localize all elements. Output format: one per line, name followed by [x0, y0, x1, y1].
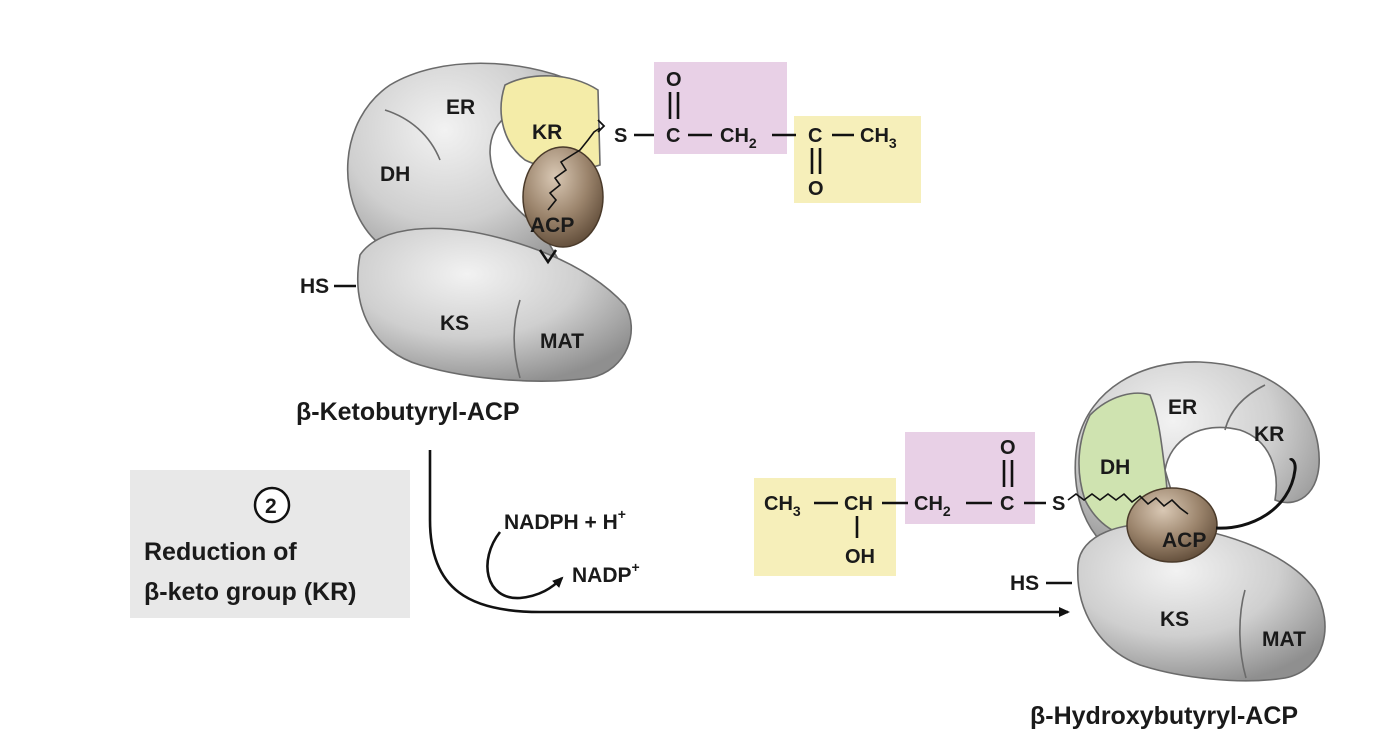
product-er-label: ER [1168, 396, 1197, 419]
reactant-o-bottom: O [808, 178, 824, 200]
nadph-label: NADPH + H+ [504, 506, 626, 534]
product-er-kr-divider [1224, 384, 1266, 431]
reactant-dh-label: DH [380, 163, 410, 186]
step-number-circle [253, 486, 291, 524]
product-o-top: O [1000, 437, 1016, 459]
reactant-enzyme: HS ER KR DH ACP KS MAT [300, 62, 921, 382]
product-acp-label: ACP [1162, 529, 1206, 552]
reactant-s-atom: S [614, 125, 627, 147]
reactant-ks-label: KS [440, 312, 469, 335]
nadp-label: NADP+ [572, 559, 640, 587]
product-acyl-chain: CH3 CH OH CH2 C O S [754, 432, 1065, 576]
product-thioester-highlight [905, 432, 1035, 524]
product-mat-label: MAT [1262, 628, 1306, 651]
product-enzyme: HS ER KR DH ACP KS MAT [1010, 361, 1326, 682]
product-ch3: CH3 [764, 493, 801, 519]
reactant-acp-domain [522, 146, 604, 248]
product-ch2: CH2 [914, 493, 951, 519]
product-dh-label: DH [1100, 456, 1130, 479]
reactant-kr-label: KR [532, 121, 562, 144]
product-ch-atom: CH [844, 493, 873, 515]
product-s-atom: S [1052, 493, 1065, 515]
main-reaction-arrow [428, 450, 1070, 617]
reactant-er-label: ER [446, 96, 475, 119]
reaction-arrows: NADPH + H+ NADP+ [428, 450, 1070, 617]
reactant-ketone-highlight [794, 116, 921, 203]
cofactor-curved-arrow [486, 531, 564, 600]
reactant-c3-atom: C [808, 125, 822, 147]
step-number: 2 [265, 495, 277, 518]
reactant-mat-label: MAT [540, 330, 584, 353]
reactant-ch2: CH2 [720, 125, 757, 151]
reactant-s-wiggle [597, 119, 606, 133]
reactant-ch3: CH3 [860, 125, 897, 151]
product-acp-domain [1126, 487, 1218, 563]
reactant-acp-tail [538, 249, 558, 265]
product-kr-label: KR [1254, 423, 1284, 446]
reactant-c1-atom: C [666, 125, 680, 147]
reactant-domain-divider [384, 109, 441, 161]
step-title-line1: Reduction of [144, 538, 297, 566]
product-hydroxy-highlight [754, 478, 896, 576]
step-title-line2: β-keto group (KR) [144, 578, 356, 606]
product-oh: OH [845, 546, 875, 568]
reactant-caption: β-Ketobutyryl-ACP [296, 398, 520, 426]
reactant-thioester-highlight [654, 62, 787, 154]
reactant-hs-label: HS [300, 275, 329, 298]
product-phosphopantetheine-arm [1067, 492, 1189, 515]
product-caption: β-Hydroxybutyryl-ACP [1030, 702, 1298, 730]
step-panel: 2 Reduction of β-keto group (KR) [130, 470, 410, 618]
reactant-lower-body [357, 227, 633, 382]
product-hs-label: HS [1010, 572, 1039, 595]
product-ks-mat-divider [1239, 589, 1247, 679]
reactant-o-top: O [666, 69, 682, 91]
product-ks-label: KS [1160, 608, 1189, 631]
reactant-acp-label: ACP [530, 214, 574, 237]
product-acp-tether [1215, 458, 1297, 530]
reactant-phosphopantetheine-arm [547, 127, 601, 211]
product-c-atom: C [1000, 493, 1014, 515]
reactant-acyl-chain: S C O CH2 C O CH3 [597, 69, 897, 200]
reactant-ks-mat-divider [513, 299, 521, 379]
